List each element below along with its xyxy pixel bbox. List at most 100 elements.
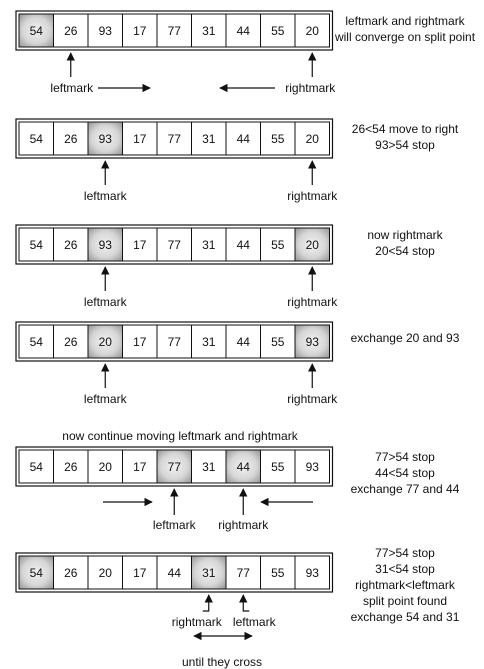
cell-value: 93 [306,566,320,580]
rightmark-label: rightmark [218,518,269,532]
cell-value: 77 [237,566,251,580]
array-cell [294,449,330,484]
cell-value: 31 [202,24,216,38]
cell-value: 17 [133,460,147,474]
rightmark-label: rightmark [287,392,338,406]
array-cell [53,227,89,262]
array-cell [260,13,296,48]
rightmark-arrow [202,594,213,612]
cell-value: 17 [133,24,147,38]
array-cell [294,555,330,590]
cell-value: 44 [237,132,251,146]
cell-value: 44 [168,566,182,580]
cell-value: 55 [271,24,285,38]
array-cell [53,13,89,48]
leftmark-arrow [239,594,250,612]
cell-value: 54 [30,566,44,580]
note-line: rightmark<leftmark [355,578,456,592]
cell-value: 26 [64,238,78,252]
array-cell [191,555,227,590]
array-cell [191,449,227,484]
array-cell [191,227,227,262]
cell-value: 77 [168,132,182,146]
cell-value: 93 [306,460,320,474]
array-cell [87,227,123,262]
array-cell [225,449,261,484]
cell-value: 17 [133,238,147,252]
array-cell [122,324,158,359]
leftmark-label: leftmark [153,518,197,532]
array-cell [18,121,54,156]
cell-value: 26 [64,566,78,580]
leftmark-label: leftmark [84,189,128,203]
array-cell [225,324,261,359]
array-cell [294,121,330,156]
cell-value: 31 [202,566,216,580]
cell-value: 31 [202,132,216,146]
array-cell [53,555,89,590]
cell-value: 20 [306,238,320,252]
rightmark-label: rightmark [287,295,338,309]
cell-value: 26 [64,132,78,146]
cell-value: 20 [306,132,320,146]
array-cell [122,555,158,590]
note-line: 77>54 stop [375,450,435,464]
note-line: split point found [363,594,447,608]
cell-value: 44 [237,238,251,252]
array-cell [225,227,261,262]
cell-value: 93 [306,335,320,349]
note-line: exchange 20 and 93 [351,331,460,345]
cell-value: 31 [202,460,216,474]
rightmark-label: rightmark [287,189,338,203]
array-cell [53,324,89,359]
array-cell [122,449,158,484]
leftmark-label: leftmark [233,615,277,629]
cell-value: 20 [99,335,113,349]
leftmark-label: leftmark [84,392,128,406]
footer-text: until they cross [182,655,262,669]
cell-value: 31 [202,238,216,252]
cell-value: 54 [30,238,44,252]
cell-value: 77 [168,24,182,38]
cell-value: 17 [133,335,147,349]
cell-value: 44 [237,24,251,38]
cell-value: 93 [99,238,113,252]
cell-value: 77 [168,238,182,252]
array-cell [18,555,54,590]
array-cell [18,324,54,359]
array-cell [294,227,330,262]
cell-value: 26 [64,24,78,38]
array-cell [191,13,227,48]
cell-value: 31 [202,335,216,349]
cell-value: 44 [237,335,251,349]
cell-value: 93 [99,132,113,146]
array-cell [294,324,330,359]
cell-value: 55 [271,566,285,580]
note-line: 20<54 stop [375,244,435,258]
note-line: 77>54 stop [375,546,435,560]
array-cell [18,449,54,484]
array-cell [260,121,296,156]
array-cell [191,324,227,359]
array-cell [260,555,296,590]
cell-value: 54 [30,335,44,349]
cell-value: 44 [237,460,251,474]
cell-value: 54 [30,460,44,474]
note-line: exchange 54 and 31 [351,610,460,624]
array-cell [294,13,330,48]
array-cell [122,13,158,48]
note-line: will converge on split point [334,30,476,44]
cell-value: 20 [306,24,320,38]
cell-value: 26 [64,460,78,474]
array-cell [260,449,296,484]
cell-value: 54 [30,132,44,146]
note-line: 44<54 stop [375,466,435,480]
cell-value: 54 [30,24,44,38]
note-line: 93>54 stop [375,138,435,152]
cell-value: 55 [271,238,285,252]
array-cell [87,449,123,484]
